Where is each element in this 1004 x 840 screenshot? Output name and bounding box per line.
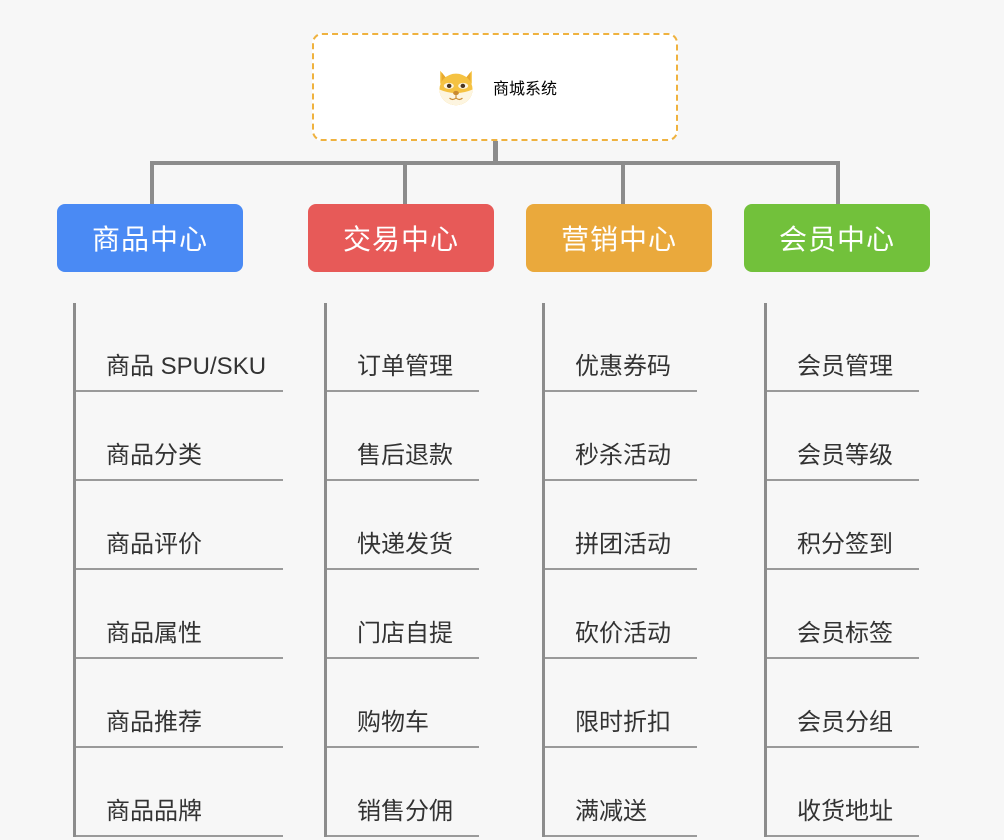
group-header-label: 交易中心	[342, 224, 459, 255]
dog-face-emoji	[433, 65, 479, 111]
group-column-3: 营销中心 优惠券码 秒杀活动 拼团活动 砍价活动 限时折扣 满减送	[526, 204, 746, 837]
group-header-label: 商品中心	[91, 224, 208, 255]
leaf-item-label: 商品 SPU/SKU	[76, 355, 283, 392]
leaf-item-label: 快递发货	[327, 533, 479, 570]
leaf-item-label: 商品评价	[76, 533, 283, 570]
leaf-item-label: 积分签到	[767, 533, 919, 570]
group-header-label: 会员中心	[778, 224, 895, 255]
group-header-1[interactable]: 商品中心	[57, 204, 243, 272]
leaf-item[interactable]: 秒杀活动	[545, 392, 746, 481]
leaf-item[interactable]: 门店自提	[327, 570, 528, 659]
leaf-item[interactable]: 商品分类	[76, 392, 307, 481]
leaf-item-label: 秒杀活动	[545, 444, 697, 481]
leaf-item[interactable]: 积分签到	[767, 481, 964, 570]
leaf-item[interactable]: 满减送	[545, 748, 746, 837]
leaf-item[interactable]: 会员管理	[767, 303, 964, 392]
group-header-3[interactable]: 营销中心	[526, 204, 712, 272]
leaf-item-label: 会员分组	[767, 711, 919, 748]
connector-drop-1	[150, 161, 154, 206]
leaf-item[interactable]: 会员分组	[767, 659, 964, 748]
leaf-list-1: 商品 SPU/SKU 商品分类 商品评价 商品属性 商品推荐 商品品牌	[73, 303, 307, 837]
leaf-list-4: 会员管理 会员等级 积分签到 会员标签 会员分组 收货地址	[764, 303, 964, 837]
leaf-item[interactable]: 商品推荐	[76, 659, 307, 748]
leaf-item-label: 订单管理	[327, 355, 479, 392]
leaf-item[interactable]: 销售分佣	[327, 748, 528, 837]
leaf-item-label: 销售分佣	[327, 800, 479, 837]
leaf-item[interactable]: 商品品牌	[76, 748, 307, 837]
leaf-item-label: 商品推荐	[76, 711, 283, 748]
leaf-item[interactable]: 优惠券码	[545, 303, 746, 392]
connector-drop-2	[403, 161, 407, 206]
leaf-item[interactable]: 购物车	[327, 659, 528, 748]
leaf-item-label: 限时折扣	[545, 711, 697, 748]
leaf-item-label: 收货地址	[767, 800, 919, 837]
connector-drop-4	[836, 161, 840, 206]
leaf-item[interactable]: 收货地址	[767, 748, 964, 837]
leaf-item-label: 会员等级	[767, 444, 919, 481]
leaf-item-label: 优惠券码	[545, 355, 697, 392]
leaf-item[interactable]: 会员标签	[767, 570, 964, 659]
leaf-item[interactable]: 商品评价	[76, 481, 307, 570]
group-header-2[interactable]: 交易中心	[308, 204, 494, 272]
leaf-item-label: 售后退款	[327, 444, 479, 481]
connector-horizontal-bus	[150, 161, 840, 165]
connector-drop-3	[621, 161, 625, 206]
group-header-label: 营销中心	[560, 224, 677, 255]
leaf-item[interactable]: 订单管理	[327, 303, 528, 392]
leaf-item-label: 砍价活动	[545, 622, 697, 659]
leaf-item-label: 购物车	[327, 711, 479, 748]
leaf-item-label: 会员管理	[767, 355, 919, 392]
leaf-item-label: 门店自提	[327, 622, 479, 659]
group-column-2: 交易中心 订单管理 售后退款 快递发货 门店自提 购物车 销售分佣	[308, 204, 528, 837]
root-node-card[interactable]: 商城系统	[312, 33, 678, 141]
leaf-item[interactable]: 限时折扣	[545, 659, 746, 748]
leaf-list-3: 优惠券码 秒杀活动 拼团活动 砍价活动 限时折扣 满减送	[542, 303, 746, 837]
connector-root-stem	[493, 141, 498, 164]
root-title-label: 商城系统	[492, 81, 557, 98]
leaf-item[interactable]: 商品属性	[76, 570, 307, 659]
group-column-1: 商品中心 商品 SPU/SKU 商品分类 商品评价 商品属性 商品推荐 商品品牌	[57, 204, 307, 837]
leaf-item-label: 拼团活动	[545, 533, 697, 570]
leaf-item-label: 商品品牌	[76, 800, 283, 837]
leaf-item[interactable]: 拼团活动	[545, 481, 746, 570]
leaf-item-label: 商品属性	[76, 622, 283, 659]
leaf-item[interactable]: 商品 SPU/SKU	[76, 303, 307, 392]
group-column-4: 会员中心 会员管理 会员等级 积分签到 会员标签 会员分组 收货地址	[744, 204, 964, 837]
leaf-item-label: 商品分类	[76, 444, 283, 481]
leaf-item-label: 会员标签	[767, 622, 919, 659]
leaf-list-2: 订单管理 售后退款 快递发货 门店自提 购物车 销售分佣	[324, 303, 528, 837]
leaf-item-label: 满减送	[545, 800, 697, 837]
leaf-item[interactable]: 售后退款	[327, 392, 528, 481]
leaf-item[interactable]: 快递发货	[327, 481, 528, 570]
group-header-4[interactable]: 会员中心	[744, 204, 930, 272]
leaf-item[interactable]: 砍价活动	[545, 570, 746, 659]
leaf-item[interactable]: 会员等级	[767, 392, 964, 481]
